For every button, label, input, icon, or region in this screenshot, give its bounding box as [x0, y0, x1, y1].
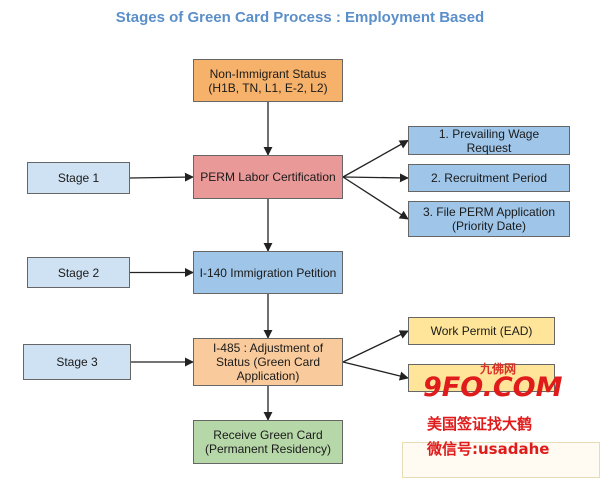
box-line: (Priority Date) — [451, 219, 526, 233]
box-line: (H1B, TN, L1, E-2, L2) — [208, 80, 328, 95]
watermark-line-1: 美国签证找大鹤 — [427, 415, 533, 433]
watermark-site-small: 九佛网 — [480, 362, 517, 376]
box-line: I-140 Immigration Petition — [199, 265, 337, 280]
work-permit-ead-box: Work Permit (EAD) — [408, 317, 555, 345]
edge-i485-to-work_permit — [342, 330, 409, 363]
obscured-yellow-box — [408, 364, 555, 392]
box-line: 1. Prevailing Wage — [438, 126, 540, 141]
box-line: I-485 : Adjustment of — [212, 341, 324, 355]
box-line: Status (Green Card — [215, 355, 321, 369]
edge-perm-to-prevailing_wage — [342, 139, 409, 178]
box-line: Stage 3 — [56, 355, 98, 369]
watermark: 九佛网 9FO.COM 美国签证找大鹤 微信号:usadahe — [400, 358, 600, 479]
watermark-line-2: 微信号:usadahe — [427, 440, 550, 458]
watermark-bar — [402, 442, 600, 478]
stage-2-box: Stage 2 — [27, 257, 130, 288]
edge-i485-to-advance_parole — [342, 361, 409, 381]
stage-1-box: Stage 1 — [27, 162, 130, 194]
non-immigrant-status-box: Non-Immigrant Status (H1B, TN, L1, E-2, … — [193, 59, 343, 102]
file-perm-application-box: 3. File PERM Application (Priority Date) — [408, 201, 570, 237]
box-line: 2. Recruitment Period — [430, 171, 548, 185]
prevailing-wage-request-box: 1. Prevailing Wage Request — [408, 126, 570, 155]
i-485-adjustment-of-status-box: I-485 : Adjustment of Status (Green Card… — [193, 338, 343, 386]
edge-stage1-to-perm — [129, 172, 194, 182]
receive-green-card-box: Receive Green Card (Permanent Residency) — [193, 420, 343, 464]
edge-perm-to-recruitment — [342, 173, 409, 183]
i-140-immigration-petition-box: I-140 Immigration Petition — [193, 251, 343, 294]
page-title: Stages of Green Card Process : Employmen… — [115, 9, 485, 26]
box-line: Request — [466, 140, 512, 155]
edge-perm-to-file_perm — [342, 176, 409, 220]
stage-3-box: Stage 3 — [23, 344, 131, 380]
box-line: (Permanent Residency) — [204, 442, 332, 456]
box-line: Application) — [236, 369, 300, 383]
box-line: Stage 1 — [57, 171, 100, 185]
box-line: Receive Green Card — [213, 428, 323, 442]
box-line: Work Permit (EAD) — [430, 324, 533, 338]
box-line: Stage 2 — [57, 265, 100, 280]
recruitment-period-box: 2. Recruitment Period — [408, 164, 570, 192]
box-line: Non-Immigrant Status — [209, 66, 327, 81]
box-line: PERM Labor Certification — [200, 170, 336, 184]
watermark-logo: 9FO.COM — [423, 372, 563, 403]
perm-labor-certification-box: PERM Labor Certification — [193, 155, 343, 199]
box-line: 3. File PERM Application — [422, 205, 556, 219]
